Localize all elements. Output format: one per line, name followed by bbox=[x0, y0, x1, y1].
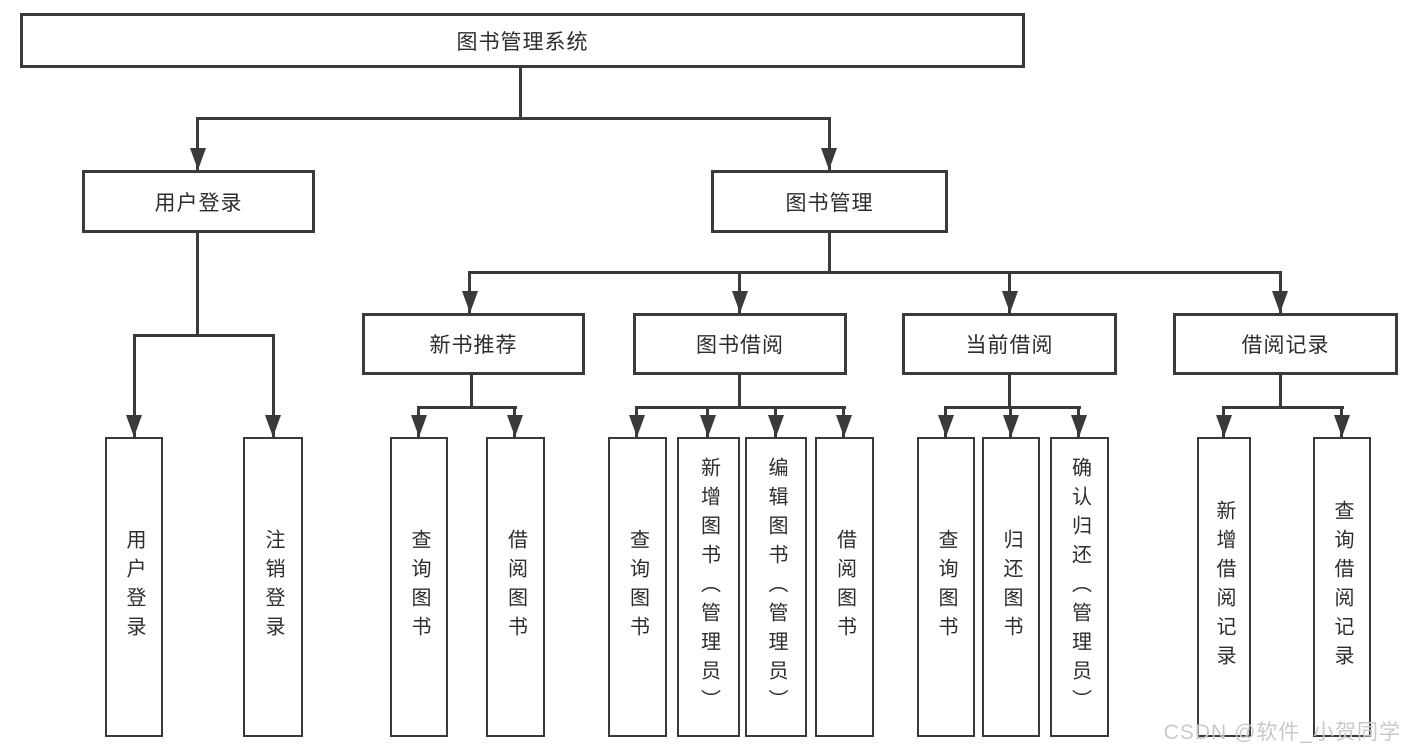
leaf-recommend-borrow-books: 借阅图书 bbox=[486, 437, 545, 737]
arrow-down-icon bbox=[1334, 415, 1350, 437]
leaf-add-borrow-record-label: 新增借阅记录 bbox=[1213, 500, 1235, 674]
leaf-confirm-return-admin-label: 确认归还（管理员） bbox=[1068, 456, 1091, 718]
leaf-user-login: 用户登录 bbox=[105, 437, 163, 737]
node-current-borrow: 当前借阅 bbox=[902, 313, 1117, 375]
node-borrow-records: 借阅记录 bbox=[1173, 313, 1398, 375]
node-book-borrow: 图书借阅 bbox=[633, 313, 847, 375]
connector-drop-leaf-login bbox=[133, 334, 136, 437]
leaf-confirm-return-admin: 确认归还（管理员） bbox=[1050, 437, 1109, 737]
leaf-return-books: 归还图书 bbox=[982, 437, 1040, 737]
connector-root-stem bbox=[519, 68, 522, 118]
connector-borrow-records-stem bbox=[1279, 375, 1282, 409]
connector-drop-user-login bbox=[196, 117, 199, 170]
connector-borrow-records-hbar bbox=[1222, 406, 1344, 409]
connector-root-hbar bbox=[196, 117, 831, 120]
leaf-borrow-query-books: 查询图书 bbox=[608, 437, 667, 737]
connector-user-login-stem bbox=[196, 233, 199, 335]
leaf-recommend-borrow-books-label: 借阅图书 bbox=[504, 529, 527, 645]
node-current-borrow-label: 当前借阅 bbox=[965, 334, 1054, 357]
connector-new-book-recommend-hbar bbox=[417, 406, 517, 409]
leaf-borrow-query-books-label: 查询图书 bbox=[626, 529, 649, 645]
connector-user-login-hbar bbox=[133, 334, 275, 337]
connector-book-management-hbar bbox=[469, 271, 1282, 274]
connector-drop-leaf-logout bbox=[272, 334, 275, 437]
arrow-down-icon bbox=[190, 148, 206, 170]
connector-drop-book-management bbox=[828, 117, 831, 170]
arrow-down-icon bbox=[768, 415, 784, 437]
node-new-book-recommend-label: 新书推荐 bbox=[429, 334, 518, 357]
arrow-down-icon bbox=[821, 148, 837, 170]
node-user-login-label: 用户登录 bbox=[154, 191, 243, 215]
leaf-edit-books-admin-label: 编辑图书（管理员） bbox=[765, 456, 787, 718]
leaf-recommend-query-books-label: 查询图书 bbox=[408, 529, 430, 645]
leaf-return-books-label: 归还图书 bbox=[1000, 529, 1022, 645]
leaf-edit-books-admin: 编辑图书（管理员） bbox=[745, 437, 807, 737]
leaf-user-login-label: 用户登录 bbox=[123, 529, 145, 645]
connector-current-borrow-hbar bbox=[944, 406, 1081, 409]
leaf-query-borrow-record-label: 查询借阅记录 bbox=[1331, 500, 1353, 674]
arrow-down-icon bbox=[836, 415, 852, 437]
arrow-down-icon bbox=[1216, 415, 1232, 437]
leaf-logout-label: 注销登录 bbox=[262, 529, 284, 645]
watermark: CSDN @软件_小贺同学 bbox=[1163, 721, 1401, 744]
node-user-login: 用户登录 bbox=[82, 170, 315, 233]
leaf-borrow-books-label: 借阅图书 bbox=[833, 529, 856, 645]
leaf-current-query-books-label: 查询图书 bbox=[935, 529, 957, 645]
arrow-down-icon bbox=[1003, 415, 1019, 437]
connector-new-book-recommend-stem bbox=[470, 375, 473, 409]
node-book-borrow-label: 图书借阅 bbox=[696, 334, 784, 357]
arrow-down-icon bbox=[126, 415, 142, 437]
leaf-current-query-books: 查询图书 bbox=[917, 437, 975, 737]
arrow-down-icon bbox=[629, 415, 645, 437]
node-book-management: 图书管理 bbox=[711, 170, 948, 233]
connector-book-borrow-stem bbox=[738, 375, 741, 409]
node-root-label: 图书管理系统 bbox=[456, 30, 589, 54]
arrow-down-icon bbox=[462, 291, 478, 313]
arrow-down-icon bbox=[938, 415, 954, 437]
arrow-down-icon bbox=[265, 415, 281, 437]
leaf-recommend-query-books: 查询图书 bbox=[390, 437, 448, 737]
node-book-management-label: 图书管理 bbox=[785, 191, 874, 215]
node-new-book-recommend: 新书推荐 bbox=[362, 313, 585, 375]
arrow-down-icon bbox=[411, 415, 427, 437]
arrow-down-icon bbox=[700, 415, 716, 437]
arrow-down-icon bbox=[507, 415, 523, 437]
leaf-query-borrow-record: 查询借阅记录 bbox=[1313, 437, 1371, 737]
arrow-down-icon bbox=[732, 291, 748, 313]
leaf-add-books-admin: 新增图书（管理员） bbox=[677, 437, 740, 737]
leaf-borrow-books: 借阅图书 bbox=[815, 437, 874, 737]
arrow-down-icon bbox=[1002, 291, 1018, 313]
leaf-add-books-admin-label: 新增图书（管理员） bbox=[697, 456, 720, 718]
connector-current-borrow-stem bbox=[1008, 375, 1011, 409]
leaf-add-borrow-record: 新增借阅记录 bbox=[1197, 437, 1251, 737]
node-borrow-records-label: 借阅记录 bbox=[1241, 334, 1330, 357]
node-root: 图书管理系统 bbox=[20, 13, 1025, 68]
arrow-down-icon bbox=[1272, 291, 1288, 313]
arrow-down-icon bbox=[1071, 415, 1087, 437]
connector-book-borrow-hbar bbox=[635, 406, 846, 409]
connector-book-management-stem bbox=[828, 233, 831, 274]
leaf-logout: 注销登录 bbox=[243, 437, 303, 737]
